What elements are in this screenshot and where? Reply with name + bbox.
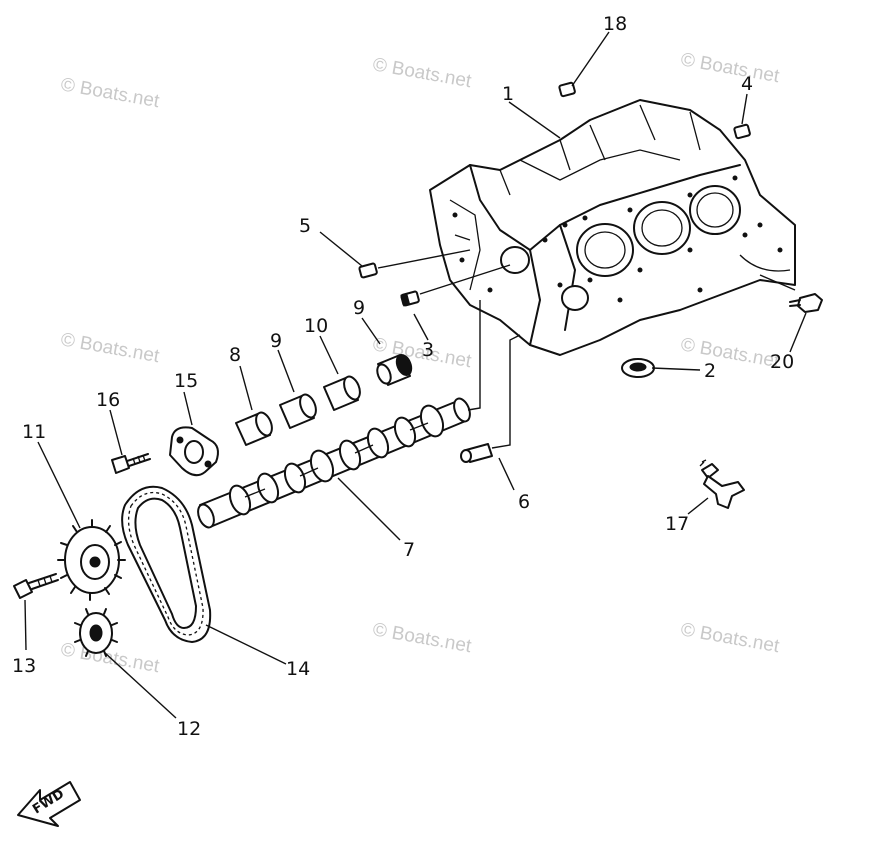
callout-6: 6 <box>518 491 530 513</box>
thrust-plate-15 <box>169 426 219 477</box>
camshaft-7 <box>197 397 471 529</box>
callout-11: 11 <box>22 421 46 443</box>
callout-14: 14 <box>286 658 310 680</box>
callout-2: 2 <box>704 360 716 382</box>
watermark: © Boats.net <box>679 619 781 657</box>
callout-16: 16 <box>96 389 120 411</box>
cam-bearing-9a <box>279 393 317 429</box>
watermark: © Boats.net <box>679 334 781 372</box>
callouts: 18 1 4 5 9 3 2 20 8 9 10 15 16 11 6 7 17… <box>12 13 794 740</box>
callout-3: 3 <box>422 339 434 361</box>
plug-3 <box>400 290 420 307</box>
cam-bearing-8 <box>235 411 273 446</box>
pin-6 <box>460 443 493 463</box>
watermark: © Boats.net <box>59 74 161 112</box>
leader-lines <box>24 31 807 719</box>
timing-chain-14 <box>121 485 212 643</box>
watermark: © Boats.net <box>679 49 781 87</box>
cylinder-block <box>429 99 796 356</box>
cam-bearing-10 <box>323 375 361 411</box>
callout-5: 5 <box>299 215 311 237</box>
dowel-pin-4 <box>733 123 751 140</box>
callout-7: 7 <box>403 539 415 561</box>
dowel-pin-18 <box>558 81 576 98</box>
callout-9: 9 <box>270 330 282 352</box>
callout-1: 1 <box>502 83 514 105</box>
callout-17: 17 <box>665 513 689 535</box>
watermark: © Boats.net <box>371 619 473 657</box>
callout-8: 8 <box>229 344 241 366</box>
callout-9-upper: 9 <box>353 297 365 319</box>
watermark: © Boats.net <box>371 54 473 92</box>
drain-plug-20 <box>789 293 823 313</box>
callout-15: 15 <box>174 370 198 392</box>
plug-5 <box>358 262 378 279</box>
cam-bearing-9b <box>376 353 413 386</box>
callout-18: 18 <box>603 13 627 35</box>
bolt-16 <box>111 453 151 474</box>
bolt-13 <box>13 573 59 599</box>
callout-10: 10 <box>304 315 328 337</box>
seal-2 <box>621 358 655 378</box>
callout-12: 12 <box>177 718 201 740</box>
callout-20: 20 <box>770 351 794 373</box>
callout-4: 4 <box>741 73 753 95</box>
callout-13: 13 <box>12 655 36 677</box>
fwd-arrow: FWD <box>17 781 81 827</box>
watermark: © Boats.net <box>59 329 161 367</box>
fitting-17 <box>699 459 745 509</box>
crank-sprocket-12 <box>74 608 118 657</box>
cam-sprocket-11 <box>57 519 126 601</box>
